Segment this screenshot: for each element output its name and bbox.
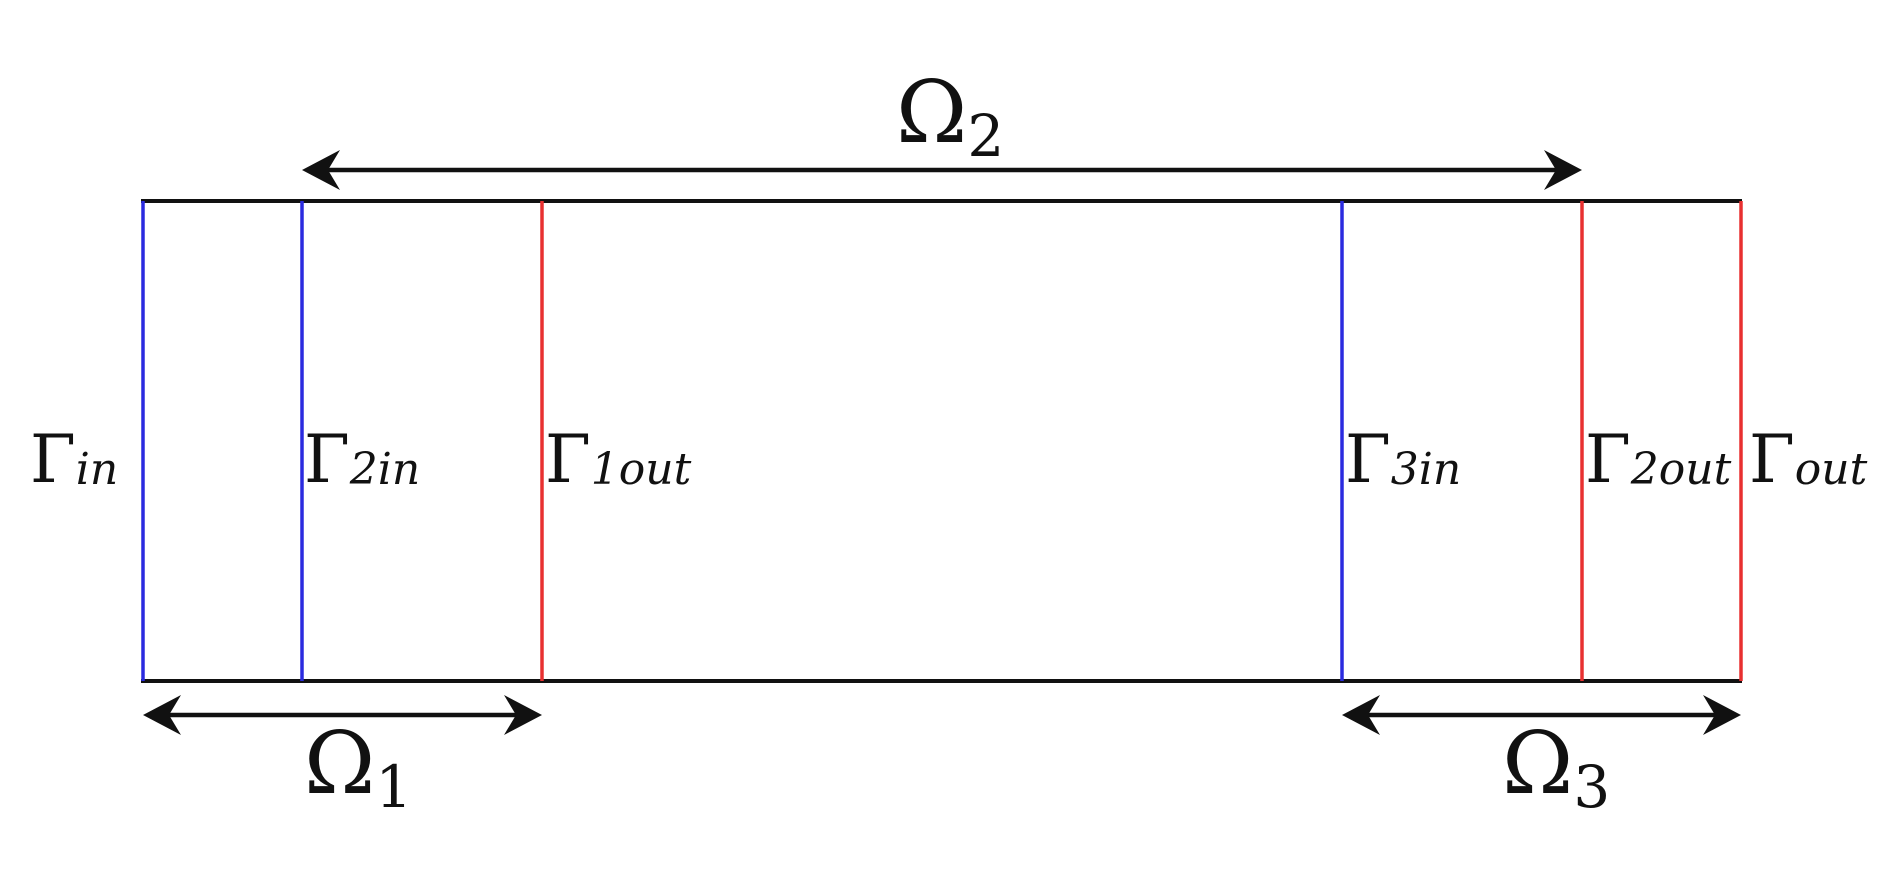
omega1-span-arrow — [143, 695, 542, 735]
gamma-in-label: Γin — [30, 421, 118, 498]
omega1-label: Ω1 — [304, 714, 412, 821]
omega2-span-arrow — [302, 150, 1582, 190]
omega3-span-arrow — [1342, 695, 1741, 735]
gamma-2in-label: Γ2in — [304, 421, 420, 498]
gamma-2out-label: Γ2out — [1585, 421, 1732, 498]
omega2-label: Ω2 — [896, 63, 1004, 170]
gamma-1out-label: Γ1out — [545, 421, 692, 498]
gamma-3in-label: Γ3in — [1345, 421, 1461, 498]
omega3-label: Ω3 — [1502, 714, 1610, 821]
gamma-out-label: Γout — [1749, 421, 1868, 498]
